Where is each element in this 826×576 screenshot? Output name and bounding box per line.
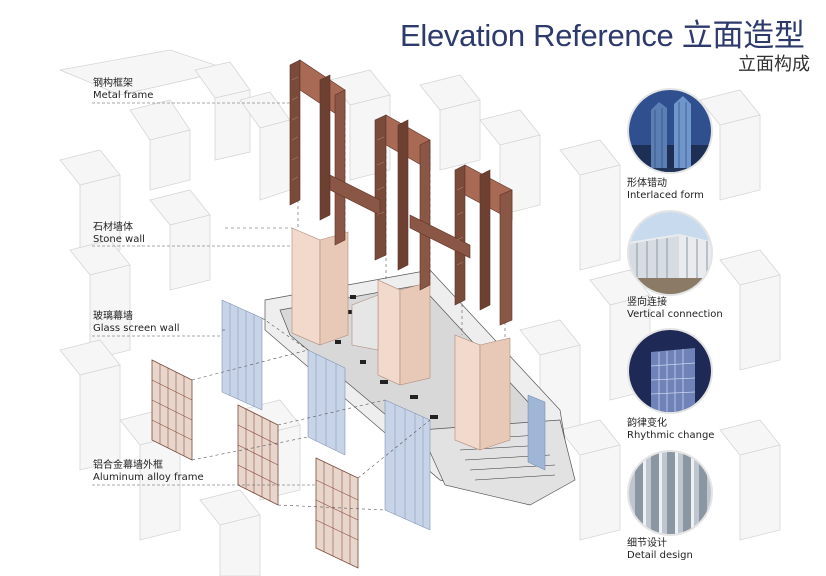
reference-label-en: Detail design [627,550,693,561]
layer-label-cn: 铝合金幕墙外框 [93,460,163,471]
reference-label-en: Interlaced form [627,190,704,201]
layer-label-aluminum-alloy-frame: 铝合金幕墙外框 Aluminum alloy frame [93,460,204,484]
reference-label-cn: 形体错动 [627,178,667,189]
layer-label-metal-frame: 钢构框架 Metal frame [93,78,153,102]
layer-label-en: Stone wall [93,234,145,245]
aluminum-alloy-frames [151,359,359,569]
glass-screen-walls [221,299,546,531]
stone-walls [291,227,511,451]
reference-label-en: Rhythmic change [627,430,715,441]
reference-label-cn: 韵律变化 [627,418,667,429]
reference-label-vertical-connection: 竖向连接 Vertical connection [627,297,723,321]
context-city-blocks [58,49,781,576]
reference-label-detail-design: 细节设计 Detail design [627,538,693,562]
reference-image-interlaced-form [627,88,713,174]
layer-label-cn: 玻璃幕墙 [93,311,133,322]
reference-label-en: Vertical connection [627,309,723,320]
page-title: Elevation Reference 立面造型 [400,18,805,53]
page-subtitle: 立面构成 [738,54,810,75]
layer-label-en: Metal frame [93,90,154,101]
layer-label-glass-screen-wall: 玻璃幕墙 Glass screen wall [93,311,180,335]
layer-label-en: Aluminum alloy frame [93,472,204,483]
layer-label-cn: 石材墙体 [93,222,133,233]
reference-label-cn: 竖向连接 [627,297,667,308]
layer-label-cn: 钢构框架 [93,78,133,89]
metal-frame [289,59,513,326]
layer-label-en: Glass screen wall [93,323,180,334]
reference-image-detail-design [627,450,713,536]
label-leader-lines [92,102,316,486]
reference-label-interlaced-form: 形体错动 Interlaced form [627,178,704,202]
reference-label-rhythmic-change: 韵律变化 Rhythmic change [627,418,714,442]
layer-label-stone-wall: 石材墙体 Stone wall [93,222,145,246]
reference-label-cn: 细节设计 [627,538,667,549]
reference-image-vertical-connection [627,210,713,296]
reference-image-rhythmic-change [627,328,713,414]
